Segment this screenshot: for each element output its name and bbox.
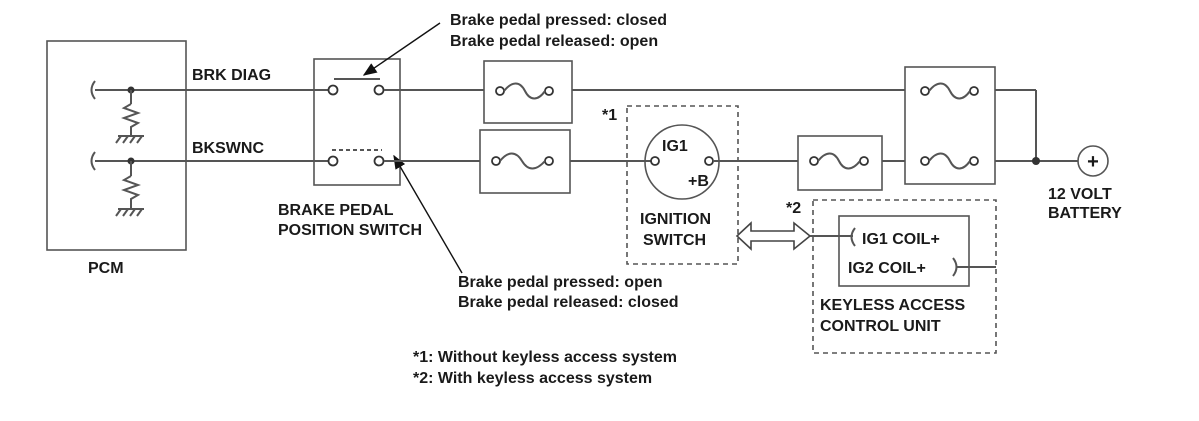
double-arrow-icon bbox=[735, 221, 812, 251]
pointer-arrow-top bbox=[362, 22, 441, 76]
switch-box bbox=[313, 58, 401, 186]
keyless-dashed-box bbox=[812, 199, 997, 354]
battery-plus-sign: + bbox=[1087, 151, 1099, 173]
pointer-arrow-bottom bbox=[393, 154, 463, 274]
ig1-label: IG1 bbox=[662, 138, 688, 155]
note-bottom-line2: Brake pedal released: closed bbox=[458, 294, 679, 311]
star1-label: *1 bbox=[602, 107, 617, 124]
ignition-switch-dashed-box bbox=[626, 105, 739, 265]
bkswnc-label: BKSWNC bbox=[192, 140, 264, 157]
ig1-coil-label: IG1 COIL+ bbox=[862, 231, 940, 248]
pcm-input-bkswnc bbox=[90, 151, 186, 217]
footnote-1: *1: Without keyless access system bbox=[413, 349, 677, 366]
star2-label: *2 bbox=[786, 200, 801, 217]
switch-name-line1: BRAKE PEDAL bbox=[278, 202, 394, 219]
fuse-brk-diag bbox=[483, 60, 573, 124]
keyless-line2: CONTROL UNIT bbox=[820, 318, 941, 335]
pcm-box bbox=[46, 40, 187, 251]
keyless-access-control-unit: IG1 COIL+ IG2 COIL+ bbox=[812, 199, 997, 354]
pcm-unit: PCM bbox=[46, 40, 187, 277]
resistor-symbol bbox=[121, 175, 141, 209]
footnote-2: *2: With keyless access system bbox=[413, 370, 652, 387]
battery-line2: BATTERY bbox=[1048, 205, 1122, 222]
fuse-block-main bbox=[904, 66, 996, 185]
battery: + bbox=[1077, 145, 1109, 177]
pcm-input-brk-diag bbox=[90, 80, 186, 144]
fuse-ignition bbox=[797, 135, 883, 191]
brake-pedal-position-switch bbox=[313, 58, 401, 186]
brk-diag-label: BRK DIAG bbox=[192, 67, 271, 84]
switch-name-line2: POSITION SWITCH bbox=[278, 222, 422, 239]
junction-dot bbox=[1032, 157, 1040, 165]
plus-b-label: +B bbox=[688, 173, 709, 190]
note-top-line2: Brake pedal released: open bbox=[450, 33, 658, 50]
fuse-bkswnc bbox=[479, 129, 571, 194]
ignition-switch-line1: IGNITION bbox=[640, 211, 711, 228]
ig2-coil-label: IG2 COIL+ bbox=[848, 260, 926, 277]
keyless-line1: KEYLESS ACCESS bbox=[820, 297, 966, 314]
battery-line1: 12 VOLT bbox=[1048, 186, 1112, 203]
note-top-line1: Brake pedal pressed: closed bbox=[450, 12, 667, 29]
resistor-symbol bbox=[121, 103, 141, 136]
keyless-inner-box bbox=[838, 215, 970, 287]
pcm-label: PCM bbox=[88, 260, 124, 277]
ignition-switch-line2: SWITCH bbox=[643, 232, 706, 249]
battery-symbol bbox=[1077, 145, 1109, 177]
note-bottom-line1: Brake pedal pressed: open bbox=[458, 274, 663, 291]
